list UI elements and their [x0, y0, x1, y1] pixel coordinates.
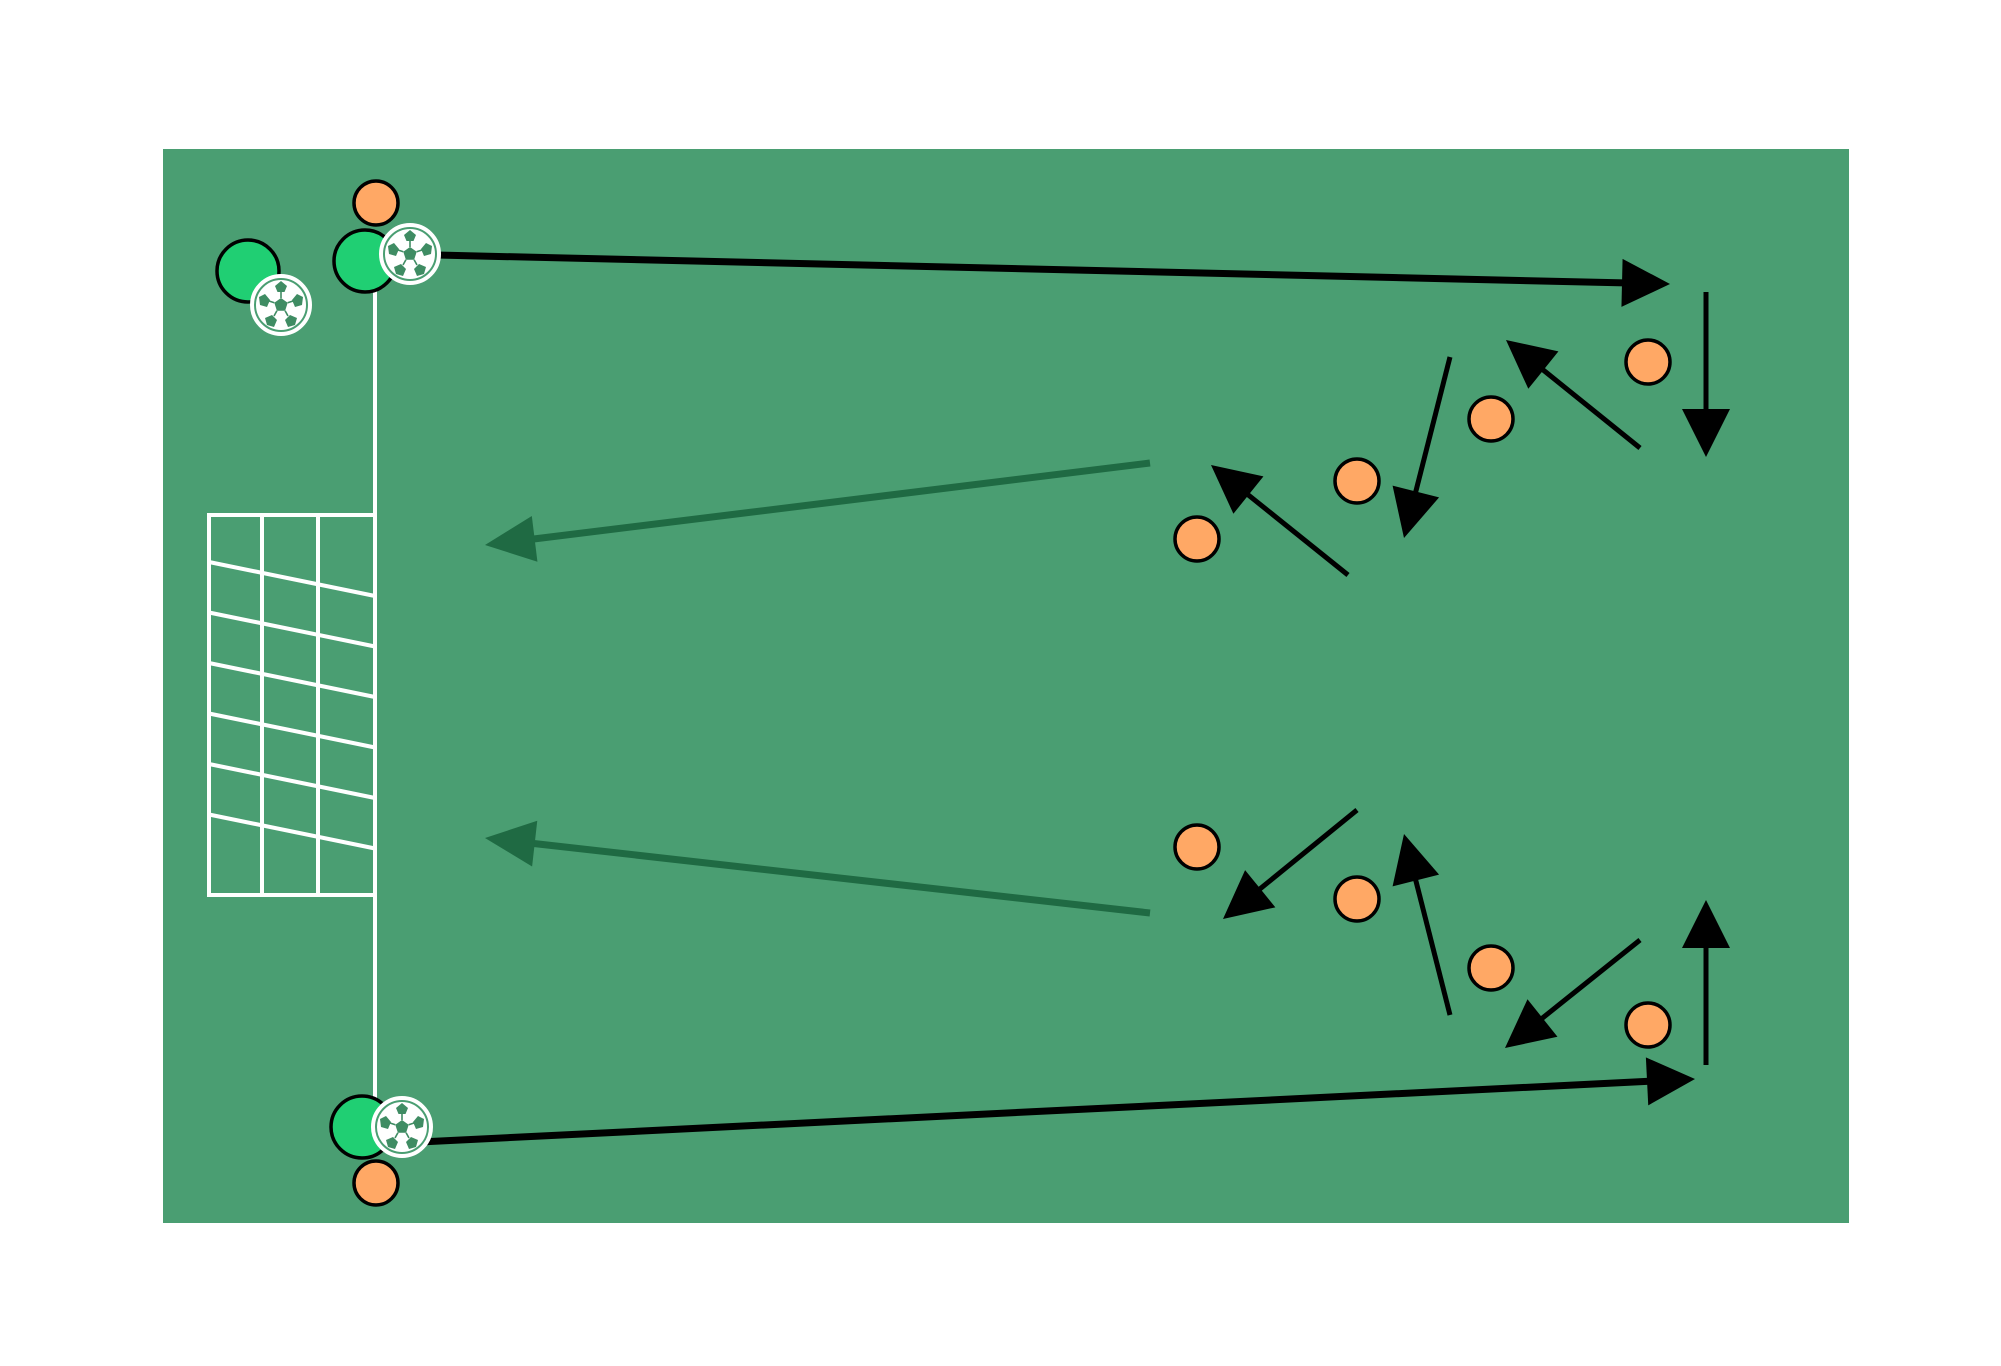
- goal-icon: [207, 513, 377, 897]
- cone-icon: [1467, 395, 1515, 443]
- soccer-ball-icon: [371, 1096, 433, 1158]
- goal-net-line: [208, 560, 376, 598]
- goal-net-line: [208, 762, 376, 800]
- shot-arrow: [485, 820, 1151, 917]
- cone-icon: [1173, 823, 1221, 871]
- shot-arrow: [485, 459, 1151, 562]
- cone-icon: [1333, 875, 1381, 923]
- pitch: [163, 149, 1849, 1223]
- goal-net-line: [208, 711, 376, 750]
- run-arrow: [1505, 938, 1642, 1048]
- run-arrows: [419, 251, 1730, 1146]
- shot-arrows: [485, 459, 1151, 917]
- cone-icon: [1333, 457, 1381, 505]
- cone-icon: [352, 1159, 400, 1207]
- cone-icon: [1467, 944, 1515, 992]
- run-arrow: [1682, 900, 1730, 1065]
- cone-icon: [1173, 515, 1221, 563]
- run-arrow: [1506, 340, 1642, 450]
- goal-net-line: [208, 610, 376, 649]
- cone-icon: [352, 179, 400, 227]
- run-arrow: [1682, 292, 1730, 457]
- goal-net-line: [208, 812, 376, 851]
- cone-icon: [1624, 1001, 1672, 1049]
- soccer-ball-icon: [250, 274, 312, 336]
- run-arrow: [419, 1057, 1695, 1146]
- soccer-ball-icon: [379, 223, 441, 285]
- run-arrow: [1392, 834, 1453, 1016]
- run-arrow: [1392, 356, 1453, 538]
- run-arrow: [1223, 808, 1359, 919]
- goal-net-line: [208, 661, 376, 699]
- run-arrow: [436, 251, 1670, 307]
- run-arrow: [1211, 465, 1350, 577]
- cone-icon: [1624, 338, 1672, 386]
- cones: [352, 179, 1672, 1207]
